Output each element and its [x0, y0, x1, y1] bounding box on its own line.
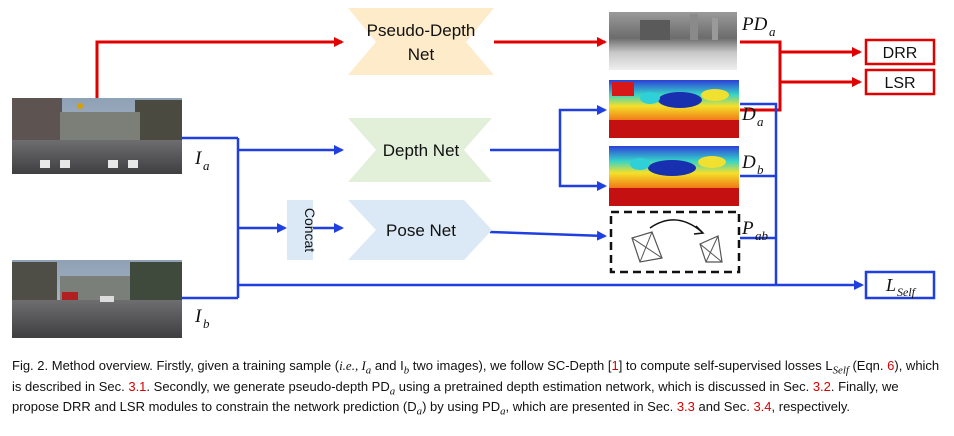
pose-visualization-box — [609, 210, 741, 274]
concat-node: Concat — [287, 200, 318, 260]
label-d-a: D a — [741, 104, 764, 129]
svg-text:P: P — [741, 218, 754, 239]
label-p-ab: P ab — [741, 218, 769, 243]
svg-text:b: b — [757, 162, 764, 177]
input-image-a — [12, 98, 182, 174]
lsr-label: LSR — [884, 75, 915, 92]
figure-caption: Fig. 2. Method overview. Firstly, given … — [12, 358, 940, 418]
depth-net-node: Depth Net — [348, 118, 492, 182]
l-self-box: L Self — [864, 270, 936, 300]
svg-text:a: a — [203, 158, 210, 173]
svg-text:PD: PD — [741, 14, 768, 35]
svg-text:I: I — [194, 306, 203, 327]
svg-text:D: D — [741, 104, 756, 125]
red-arrows — [95, 37, 858, 112]
svg-text:a: a — [769, 24, 776, 39]
drr-box: DRR — [864, 38, 936, 66]
svg-text:Self: Self — [897, 285, 917, 299]
svg-text:b: b — [203, 316, 210, 331]
blue-arrows — [182, 102, 864, 300]
diagram-canvas: Pseudo-Depth Net Depth Net Pose Net Conc… — [12, 8, 936, 338]
drr-label: DRR — [883, 45, 918, 62]
svg-text:D: D — [741, 152, 756, 173]
svg-text:a: a — [757, 114, 764, 129]
input-image-b — [12, 260, 182, 338]
label-i-b: I b — [194, 306, 210, 331]
lsr-box: LSR — [864, 68, 936, 96]
svg-text:ab: ab — [755, 228, 769, 243]
svg-text:I: I — [194, 148, 203, 169]
label-d-b: D b — [741, 152, 764, 177]
label-i-a: I a — [194, 148, 210, 173]
pose-net-node: Pose Net — [348, 200, 492, 260]
pseudo-depth-net-label-line1: Pseudo-Depth — [367, 21, 476, 40]
concat-label: Concat — [302, 208, 318, 252]
depth-map-a-image — [609, 80, 739, 138]
depth-net-label: Depth Net — [383, 141, 460, 160]
pseudo-depth-net-node: Pseudo-Depth Net — [348, 8, 494, 75]
depth-map-b-image — [609, 146, 739, 206]
pseudo-depth-net-label-line2: Net — [408, 45, 435, 64]
svg-text:L: L — [885, 275, 896, 295]
pose-net-label: Pose Net — [386, 221, 456, 240]
label-pd-a: PD a — [741, 14, 776, 39]
pseudo-depth-map-image — [609, 12, 737, 70]
